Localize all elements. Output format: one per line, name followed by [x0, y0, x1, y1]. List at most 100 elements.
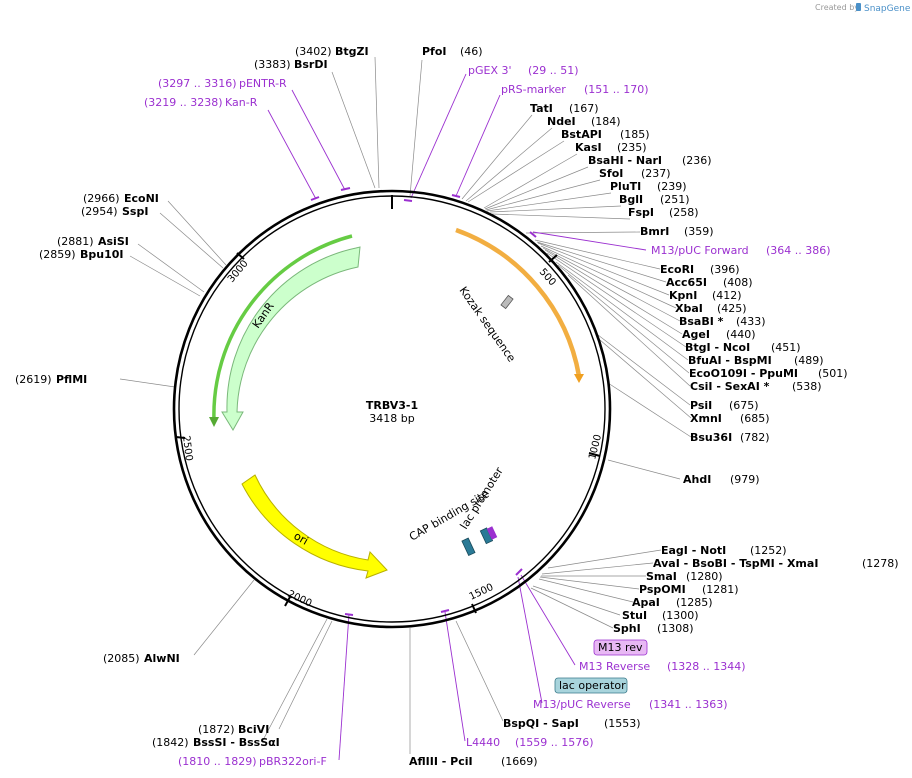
enzyme-pos: (3383) [254, 58, 291, 71]
enzyme-pos: (489) [794, 354, 824, 367]
enzyme-name: ApaI [632, 596, 660, 609]
enzyme-name: PfoI [422, 45, 447, 58]
enzyme-name: Bsu36I [690, 431, 732, 444]
enzyme-name: KasI [575, 141, 602, 154]
lac-operator-label: lac operator [559, 679, 626, 692]
enzyme-name: BsaBI * [679, 315, 724, 328]
primer-name: L4440 [466, 736, 500, 749]
enzyme-pos: (451) [771, 341, 801, 354]
credit-prefix: Created by [815, 3, 859, 12]
enzyme-pos: (184) [591, 115, 621, 128]
primer-name: M13/pUC Forward [651, 244, 749, 257]
primer-name: M13 Reverse [579, 660, 650, 673]
enzyme-name: AgeI [682, 328, 710, 341]
enzyme-name: EcoNI [124, 192, 159, 205]
primer-name: pENTR-R [239, 77, 287, 90]
enzyme-pos: (2966) [83, 192, 120, 205]
enzyme-name: Bpu10I [80, 248, 124, 261]
enzyme-pos: (408) [723, 276, 753, 289]
kanr-arc-arrowhead-icon [209, 417, 219, 427]
kanr-feature [221, 246, 361, 431]
enzyme-name: KpnI [669, 289, 697, 302]
enzyme-pos: (979) [730, 473, 760, 486]
kanr-arc [212, 234, 353, 422]
enzyme-pos: (538) [792, 380, 822, 393]
enzyme-name: BssSI - BssSαI [193, 736, 280, 749]
enzyme-pos: (782) [740, 431, 770, 444]
enzyme-name: StuI [622, 609, 647, 622]
enzyme-pos: (1278) [862, 557, 899, 570]
primer-pos: (1328 .. 1344) [667, 660, 746, 673]
enzyme-pos: (1669) [501, 755, 538, 768]
enzyme-name: AvaI - BsoBI - TspMI - XmaI [653, 557, 818, 570]
tick-label-1500: 1500 [468, 582, 496, 603]
enzyme-name: BciVI [238, 723, 269, 736]
tick-marks [175, 252, 601, 614]
enzyme-pos: (685) [740, 412, 770, 425]
enzyme-pos: (1308) [657, 622, 694, 635]
enzyme-pos: (235) [617, 141, 647, 154]
enzyme-pos: (236) [682, 154, 712, 167]
enzyme-pos: (440) [726, 328, 756, 341]
enzyme-pos: (251) [660, 193, 690, 206]
enzyme-name: BglI [619, 193, 643, 206]
primer-pos: (3219 .. 3238) [144, 96, 223, 109]
enzyme-name: SphI [613, 622, 641, 635]
primer-pos: (29 .. 51) [528, 64, 579, 77]
plasmid-size: 3418 bp [369, 412, 414, 425]
enzyme-pos: (396) [710, 263, 740, 276]
enzyme-name: XmnI [690, 412, 722, 425]
enzyme-pos: (359) [684, 225, 714, 238]
enzyme-pos: (1872) [198, 723, 235, 736]
enzyme-pos: (412) [712, 289, 742, 302]
enzyme-pos: (501) [818, 367, 848, 380]
enzyme-pos: (433) [736, 315, 766, 328]
primer-name: Kan-R [225, 96, 258, 109]
enzyme-name: BsaHI - NarI [588, 154, 662, 167]
primer-name: pRS-marker [501, 83, 566, 96]
enzyme-pos: (1252) [750, 544, 787, 557]
enzyme-name: Acc65I [666, 276, 707, 289]
plasmid-name: TRBV3-1 [366, 399, 418, 412]
snapgene-logo-icon [856, 3, 861, 11]
enzyme-name: XbaI [675, 302, 703, 315]
enzyme-pos: (425) [717, 302, 747, 315]
primer-name: M13/pUC Reverse [533, 698, 631, 711]
enzyme-pos: (237) [641, 167, 671, 180]
enzyme-pos: (1300) [662, 609, 699, 622]
enzyme-pos: (185) [620, 128, 650, 141]
primer-name: pBR322ori-F [259, 755, 327, 768]
enzyme-name: SspI [122, 205, 148, 218]
enzyme-name: BfuAI - BspMI [688, 354, 772, 367]
enzyme-name: PspOMI [639, 583, 686, 596]
enzyme-name: BstAPI [561, 128, 602, 141]
enzyme-pos: (239) [657, 180, 687, 193]
ori-feature [241, 474, 388, 579]
primer-pos: (151 .. 170) [584, 83, 649, 96]
tick-label-500: 500 [537, 267, 558, 289]
enzyme-name: PsiI [690, 399, 712, 412]
primer-labels: pGEX 3' (29 .. 51) pRS-marker (151 .. 17… [144, 64, 831, 768]
enzyme-pos: (2954) [81, 205, 118, 218]
enzyme-name: FspI [628, 206, 654, 219]
enzyme-pos: (1281) [702, 583, 739, 596]
enzyme-name: SfoI [599, 167, 623, 180]
primer-pos: (3297 .. 3316) [158, 77, 237, 90]
enzyme-pos: (2881) [57, 235, 94, 248]
enzyme-pos: (2619) [15, 373, 52, 386]
enzyme-pos: (2085) [103, 652, 140, 665]
enzyme-labels: PfoI (46) (3402) BtgZI (3383) BsrDI TatI… [15, 45, 899, 768]
cap-binding-site-feature [461, 537, 476, 557]
ori-label: ori [292, 529, 311, 547]
orf-arrowhead-icon [574, 374, 584, 383]
enzyme-name: NdeI [547, 115, 576, 128]
m13-rev-box [593, 639, 648, 656]
leader-lines [119, 56, 692, 754]
primer-name: pGEX 3' [468, 64, 512, 77]
primer-pos: (1341 .. 1363) [649, 698, 728, 711]
lac-operator-box [554, 677, 628, 694]
enzyme-name: BspQI - SapI [503, 717, 579, 730]
credit-brand: SnapGene [864, 4, 911, 14]
primer-markers [310, 187, 537, 616]
